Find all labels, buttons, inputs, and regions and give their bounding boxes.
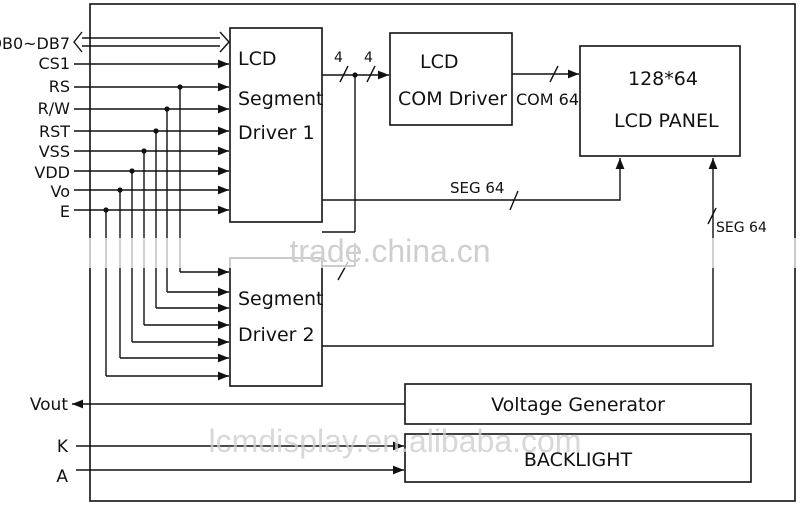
panel-line-2: LCD PANEL — [614, 110, 719, 132]
db-bus-arrow — [73, 31, 230, 53]
panel-line-1: 128*64 — [628, 68, 698, 90]
com64-label: COM 64 — [516, 90, 579, 109]
a-label: A — [56, 467, 68, 487]
segment-driver-2-block — [229, 257, 323, 387]
com64-bus — [512, 65, 579, 83]
com-driver-block — [389, 32, 513, 126]
signal-db0-db7: DB0~DB7 — [0, 34, 70, 53]
signal-cs1: CS1 — [38, 54, 70, 73]
seg2-line-2: Driver 2 — [238, 324, 315, 346]
signal-vo: Vo — [51, 182, 71, 201]
watermark-lcm: lcmdisplay.en.alibaba.com — [209, 423, 582, 459]
lcd-panel-block — [579, 45, 741, 157]
driver1-signal-lines — [74, 59, 229, 215]
seg1-line-3: Driver 1 — [238, 122, 315, 144]
seg64-driver1-bus — [322, 158, 625, 211]
watermark-band — [30, 238, 800, 268]
backlight-label: BACKLIGHT — [524, 449, 633, 471]
watermark-trade: trade.china.cn — [289, 233, 490, 269]
vout-label: Vout — [30, 395, 68, 415]
voltage-generator-block — [404, 383, 752, 425]
bus-4a-label: 4 — [334, 50, 343, 66]
seg1-line-1: LCD — [238, 48, 276, 70]
backlight-block — [404, 433, 752, 483]
com-line-2: COM Driver — [398, 88, 507, 110]
signal-rw: R/W — [38, 99, 71, 118]
bus-4b-label: 4 — [364, 50, 373, 66]
signal-rst: RST — [39, 122, 70, 141]
com-line-1: LCD — [420, 51, 458, 73]
segment-driver-1-block — [229, 27, 323, 223]
signal-rs: RS — [49, 77, 70, 96]
k-label: K — [57, 437, 69, 457]
seg64-label-2: SEG 64 — [716, 220, 767, 236]
signal-e: E — [60, 202, 70, 221]
signal-vdd: VDD — [34, 163, 70, 182]
seg1-line-2: Segment — [238, 88, 324, 110]
seg64-label-1: SEG 64 — [450, 179, 504, 197]
vgen-label: Voltage Generator — [491, 394, 665, 416]
signal-vss: VSS — [39, 142, 70, 161]
com-bus-lines — [322, 65, 389, 281]
seg2-line-1: Segment — [238, 288, 324, 310]
seg64-driver2-bus — [322, 158, 718, 347]
